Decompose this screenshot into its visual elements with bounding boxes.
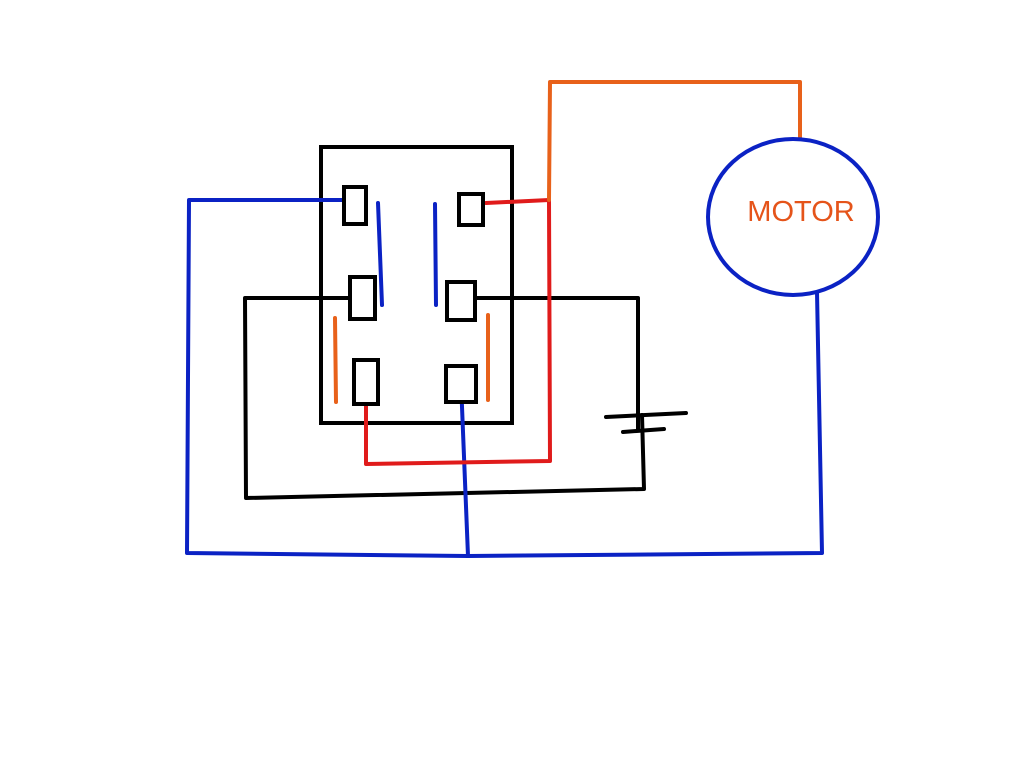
switch-body <box>319 145 514 425</box>
orange-crosslink-left <box>333 316 338 404</box>
motor-label: MOTOR <box>747 196 854 228</box>
blue-crosslink-left <box>376 201 384 307</box>
terminal-middle-left <box>348 275 377 321</box>
terminal-bottom-left <box>352 358 380 406</box>
red-wire-loop <box>364 198 552 466</box>
terminal-bottom-right <box>444 364 478 404</box>
terminal-top-right <box>457 192 485 227</box>
battery-long-plate <box>604 411 688 419</box>
blue-wire-loop <box>185 198 824 558</box>
black-wire-right-to-battery <box>474 296 640 432</box>
orange-wire-to-motor <box>547 80 802 202</box>
motor-circle <box>706 137 880 297</box>
terminal-middle-right <box>445 280 477 322</box>
black-wire-left-to-battery <box>243 296 646 500</box>
terminal-top-left <box>342 185 368 226</box>
battery-short-plate <box>621 427 666 434</box>
blue-wire-bottom-right-terminal <box>459 380 470 558</box>
blue-crosslink-right <box>433 202 438 307</box>
